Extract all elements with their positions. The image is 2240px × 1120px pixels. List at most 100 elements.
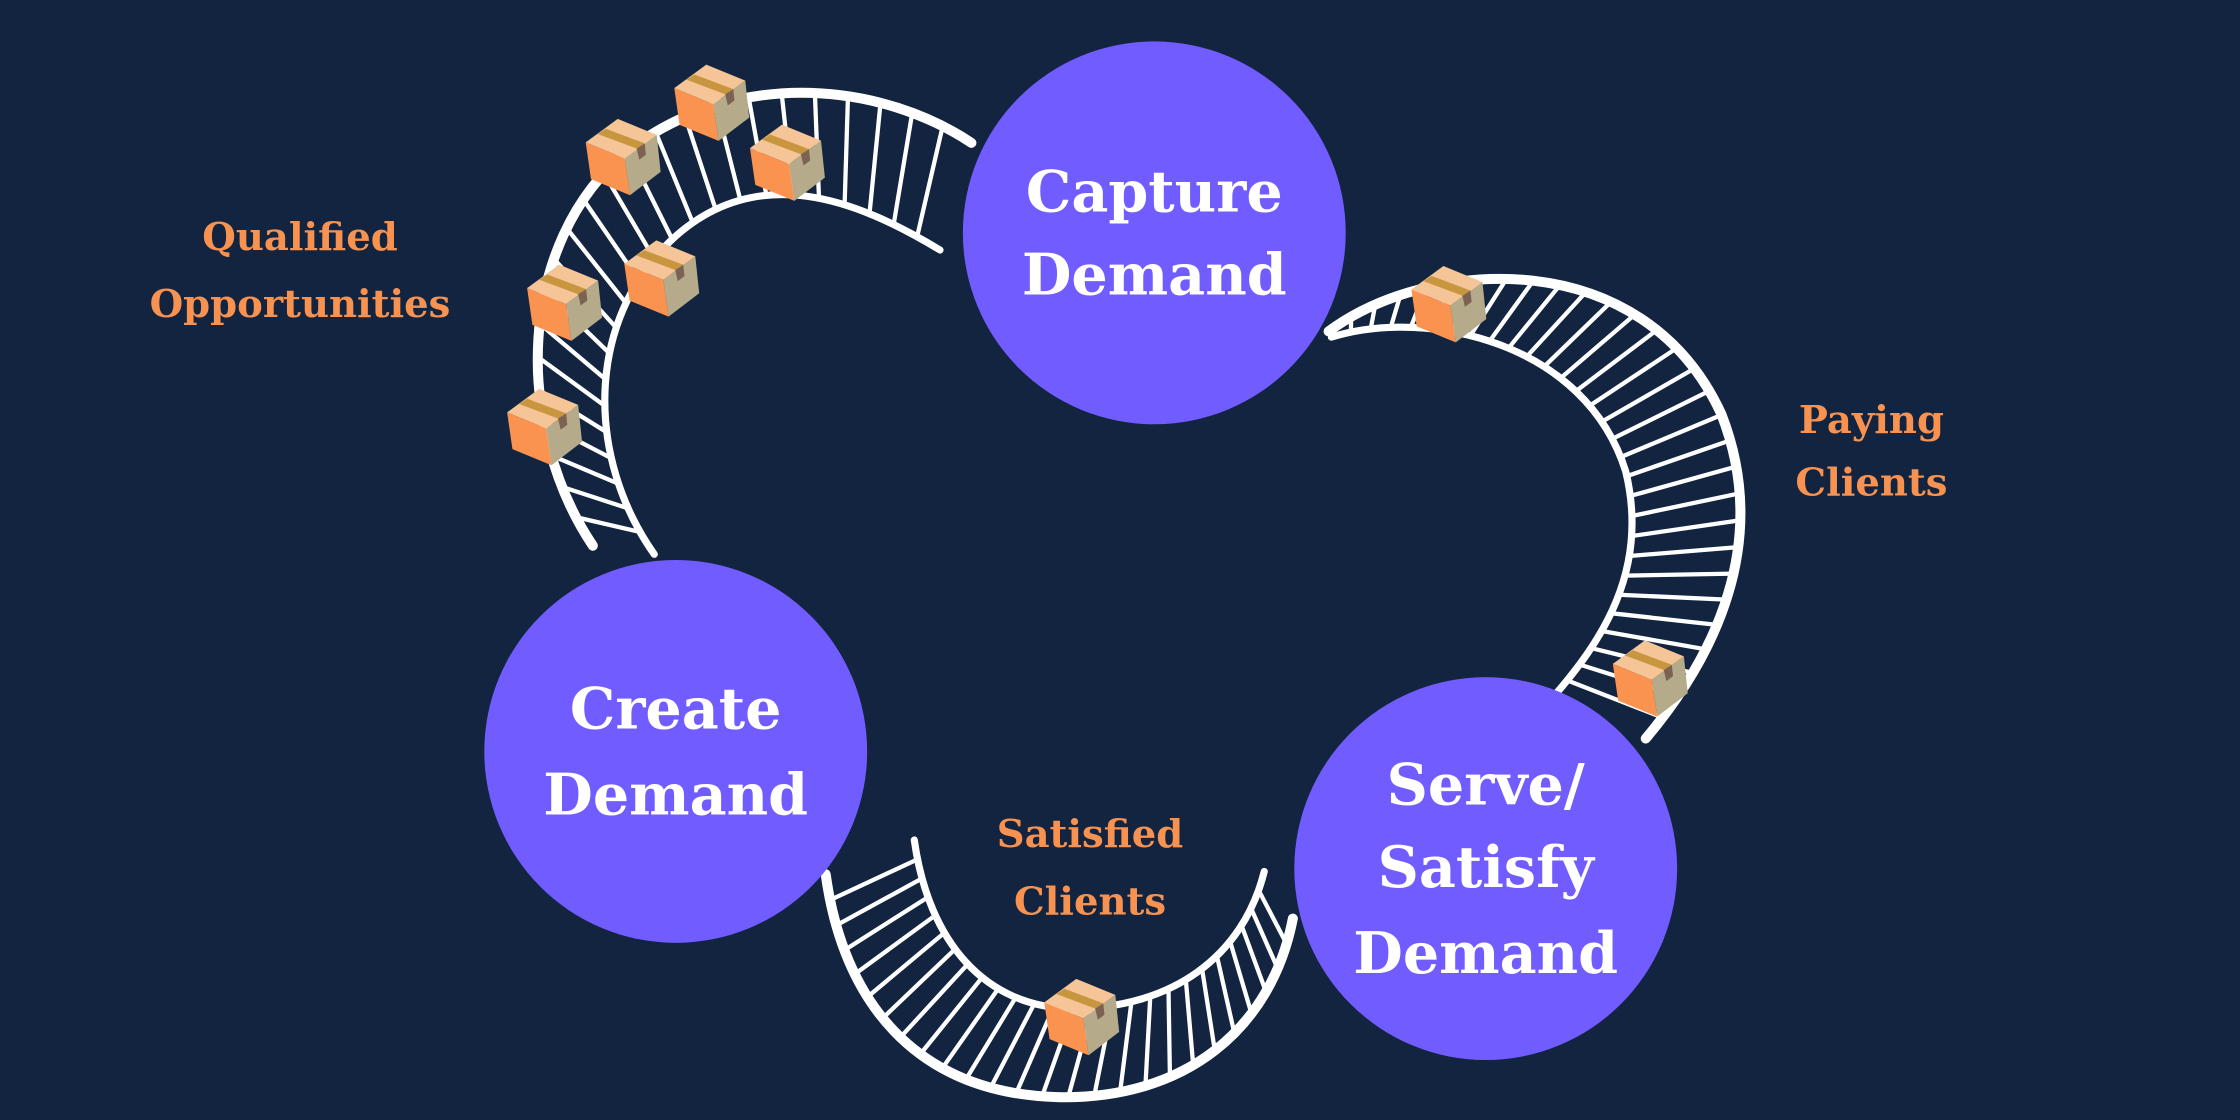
conveyor-rung (1624, 438, 1733, 479)
box-label (1663, 664, 1674, 682)
conveyor-rung (914, 124, 945, 239)
capture-demand-line-1: Capture (1026, 158, 1283, 225)
package-box-icon (527, 264, 603, 341)
box-label (636, 143, 646, 160)
conveyor-rung (1248, 906, 1280, 971)
package-box-icon (1044, 978, 1120, 1056)
conveyor-rung (1599, 628, 1708, 652)
package-box-icon (624, 240, 700, 317)
box-left-face (585, 142, 631, 196)
conveyor-rung (1183, 977, 1196, 1068)
conveyor-rung (1608, 611, 1720, 628)
conveyor-rung (549, 453, 621, 486)
conveyor-rung (537, 321, 608, 382)
label-satisfied-clients: Satisfied Clients (997, 812, 1184, 924)
conveyor-rung (898, 961, 970, 1040)
conveyor-rung (1506, 282, 1563, 351)
box-label (1095, 1003, 1105, 1020)
serve-demand-line-1: Serve/ (1387, 751, 1585, 818)
conveyor-rung (940, 986, 1001, 1071)
conveyor-rung (1629, 491, 1742, 519)
create-demand-circle (484, 560, 868, 943)
conveyor-rung (1599, 366, 1697, 424)
conveyor-rung (1629, 518, 1743, 539)
box-right-face (713, 80, 750, 141)
box-left-face (527, 288, 572, 341)
conveyor-rung (827, 857, 920, 903)
conveyor-rung (1524, 289, 1589, 359)
box-tape (1624, 650, 1672, 670)
conveyor-rung (1199, 966, 1217, 1053)
conveyor-rung (1214, 953, 1237, 1036)
stage-create-demand: Create Demand (484, 560, 868, 943)
box-left-face (1411, 289, 1456, 343)
package-box-icon (1612, 640, 1688, 717)
box-right-face (1651, 656, 1688, 717)
package-box-icon (1411, 266, 1487, 343)
conveyor-rung (1627, 544, 1741, 559)
package-box-icon (749, 124, 825, 201)
serve-demand-line-2: Satisfy (1378, 834, 1596, 901)
box-left-face (674, 88, 719, 141)
box-label (725, 89, 735, 106)
box-tape (762, 134, 809, 155)
box-label (1462, 290, 1472, 307)
conveyor-rung (988, 1001, 1037, 1090)
box-tape (597, 128, 645, 149)
capture-demand-circle (962, 41, 1346, 425)
conveyor-rung (1558, 312, 1637, 381)
conveyor-rung (867, 100, 883, 216)
conveyor-rung (842, 894, 931, 953)
conveyor-rung (1628, 464, 1739, 499)
box-tape (1056, 988, 1104, 1009)
box-right-face (624, 134, 661, 196)
conveyor-rung (1239, 923, 1269, 994)
conveyor-rung (880, 946, 958, 1021)
conveyor-rung (842, 94, 851, 207)
paying-line-1: Paying (1799, 398, 1944, 443)
box-label (675, 264, 685, 282)
conveyor-rung (535, 354, 608, 409)
conveyor-satisfied-clients (820, 836, 1298, 1103)
conveyor-rung (1587, 346, 1679, 408)
conveyor-rung (963, 995, 1018, 1082)
box-label (800, 149, 811, 166)
box-right-face (1450, 282, 1487, 343)
stage-serve-satisfy-demand: Serve/ Satisfy Demand (1294, 677, 1678, 1060)
conveyor-rung (918, 975, 985, 1057)
create-demand-line-2: Demand (543, 761, 808, 828)
conveyor-rung (1616, 592, 1729, 602)
box-right-face (1083, 994, 1120, 1056)
package-box-icon (585, 118, 661, 196)
satisfied-line-1: Satisfied (997, 812, 1184, 857)
conveyor-rung (1227, 939, 1254, 1016)
conveyor-rung (891, 110, 915, 227)
conveyor-rung (852, 913, 938, 977)
conveyor-rung (1541, 299, 1614, 369)
conveyor-rung (834, 876, 925, 928)
conveyor-rung (1487, 278, 1536, 344)
create-demand-line-1: Create (570, 676, 782, 743)
package-box-icon (674, 64, 750, 141)
conveyor-rung (1166, 986, 1173, 1080)
box-left-face (624, 263, 669, 317)
box-tape (636, 250, 684, 270)
box-label (558, 413, 568, 430)
conveyor-rung (1256, 888, 1289, 947)
box-label (578, 289, 588, 306)
box-tape (686, 74, 734, 95)
stage-capture-demand: Capture Demand (962, 41, 1346, 425)
package-box-icon (507, 388, 583, 466)
capture-demand-line-2: Demand (1022, 241, 1287, 308)
satisfied-line-2: Clients (1014, 879, 1166, 924)
conveyor-rung (865, 930, 947, 1000)
conveyor-rung (573, 514, 643, 535)
label-qualified-opportunities: Qualified Opportunities (150, 215, 451, 327)
box-left-face (1044, 1002, 1089, 1056)
conveyor-rung (1622, 571, 1736, 578)
conveyor-rung (1143, 994, 1153, 1088)
box-tape (1423, 275, 1471, 296)
box-right-face (663, 256, 700, 317)
box-left-face (507, 412, 552, 466)
